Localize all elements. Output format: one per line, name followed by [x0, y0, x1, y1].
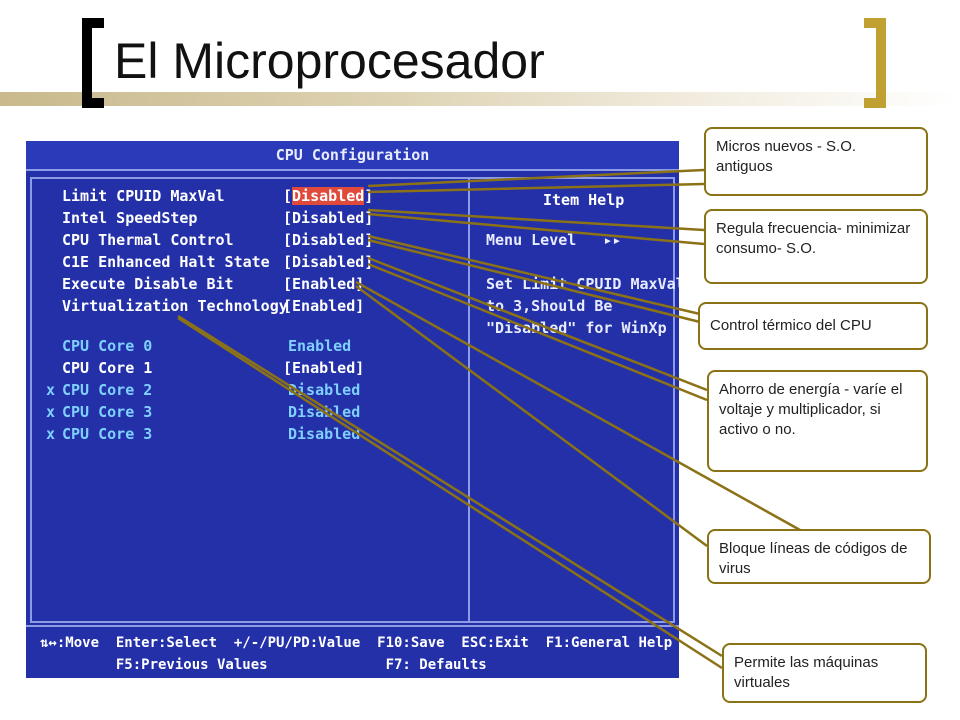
bios-screen: CPU Configuration Limit CPUID MaxVal [Di…: [26, 141, 679, 678]
setting-c1e-value[interactable]: [Disabled]: [283, 253, 374, 271]
setting-vt-value[interactable]: [Enabled]: [283, 297, 365, 315]
core-1-label: CPU Core 1: [62, 359, 153, 377]
help-line-3: "Disabled" for WinXp: [486, 319, 667, 337]
footer-keys-line-2: F5:Previous Values F7: Defaults: [40, 657, 487, 673]
core-3-marker: x: [46, 403, 56, 421]
bios-header: CPU Configuration: [26, 141, 679, 171]
bios-panel-divider: [468, 177, 470, 623]
slide-title: El Microprocesador: [114, 33, 545, 89]
callout-c1e-halt: Ahorro de energía - varíe el voltaje y m…: [707, 370, 928, 472]
core-3-value: Disabled: [288, 403, 361, 421]
core-4-marker: x: [46, 425, 56, 443]
setting-thermal-label: CPU Thermal Control: [62, 231, 234, 249]
setting-thermal-value[interactable]: [Disabled]: [283, 231, 374, 249]
setting-vt-label: Virtualization Technology: [62, 297, 288, 315]
core-4-value: Disabled: [288, 425, 361, 443]
setting-speedstep-label: Intel SpeedStep: [62, 209, 198, 227]
setting-limit-cpuid-label: Limit CPUID MaxVal: [62, 187, 225, 205]
help-line-1: Set Limit CPUID MaxVal: [486, 275, 679, 293]
setting-xd-value[interactable]: [Enabled]: [283, 275, 365, 293]
core-2-label: CPU Core 2: [62, 381, 153, 399]
setting-xd-label: Execute Disable Bit: [62, 275, 234, 293]
core-4-label: CPU Core 3: [62, 425, 153, 443]
callout-execute-disable: Bloque líneas de códigos de virus: [707, 529, 931, 584]
help-title: Item Help: [543, 191, 625, 209]
core-2-value: Disabled: [288, 381, 361, 399]
callout-virtualization: Permite las máquinas virtuales: [722, 643, 927, 703]
callout-speedstep: Regula frecuencia- minimizar consumo- S.…: [704, 209, 928, 284]
title-bracket-right: [864, 18, 886, 108]
callout-limit-cpuid: Micros nuevos - S.O. antiguos: [704, 127, 928, 196]
help-line-2: to 3,Should Be: [486, 297, 613, 315]
setting-c1e-label: C1E Enhanced Halt State: [62, 253, 270, 271]
help-menu-level: Menu Level ▸▸: [486, 231, 622, 249]
core-3-label: CPU Core 3: [62, 403, 153, 421]
footer-keys-line-1: ⇅↔:Move Enter:Select +/-/PU/PD:Value F10…: [40, 635, 673, 651]
core-0-label: CPU Core 0: [62, 337, 153, 355]
core-2-marker: x: [46, 381, 56, 399]
core-1-value[interactable]: [Enabled]: [283, 359, 365, 377]
setting-speedstep-value[interactable]: [Disabled]: [283, 209, 374, 227]
setting-limit-cpuid-highlight: Disabled: [292, 187, 365, 205]
title-underline-bar: [0, 92, 960, 106]
bios-title: CPU Configuration: [275, 146, 430, 164]
setting-limit-cpuid-value[interactable]: [Disabled]: [283, 187, 374, 205]
title-bracket-left: [82, 18, 104, 108]
callout-thermal-control: Control térmico del CPU: [698, 302, 928, 350]
core-0-value: Enabled: [288, 337, 352, 355]
